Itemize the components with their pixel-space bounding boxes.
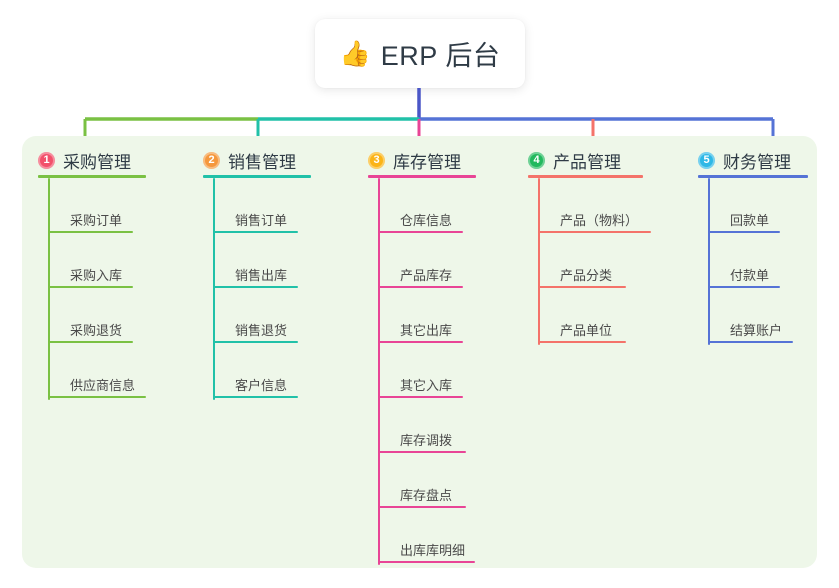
- leaf-underline: [48, 286, 133, 288]
- leaf-label: 产品单位: [560, 323, 613, 338]
- column-underline-3: [368, 175, 476, 178]
- leaf-item[interactable]: 付款单: [708, 258, 790, 288]
- leaf-underline: [708, 231, 780, 233]
- leaf-label: 其它入库: [400, 378, 453, 393]
- column-badge-1: 1: [38, 152, 55, 169]
- leaf-label: 销售退货: [235, 323, 288, 338]
- leaf-item[interactable]: 采购入库: [48, 258, 143, 288]
- leaf-label: 产品（物料）: [560, 213, 639, 228]
- leaf-label: 销售订单: [235, 213, 288, 228]
- thumbs-up-icon: 👍: [339, 40, 371, 68]
- column-header-1[interactable]: 1 采购管理: [38, 148, 131, 173]
- leaf-underline: [378, 451, 466, 453]
- root-node-card[interactable]: 👍 ERP 后台: [315, 19, 525, 88]
- leaf-underline: [48, 231, 133, 233]
- column-title-4: 产品管理: [553, 153, 621, 172]
- leaf-underline: [213, 396, 298, 398]
- column-badge-2: 2: [203, 152, 220, 169]
- leaf-underline: [538, 341, 626, 343]
- leaf-underline: [538, 286, 626, 288]
- leaf-underline: [378, 561, 475, 563]
- leaf-item[interactable]: 结算账户: [708, 313, 803, 343]
- leaf-label: 销售出库: [235, 268, 288, 283]
- modules-panel: [22, 136, 817, 568]
- leaf-item[interactable]: 采购退货: [48, 313, 143, 343]
- leaf-underline: [378, 506, 466, 508]
- column-underline-1: [38, 175, 146, 178]
- leaf-label: 采购订单: [70, 213, 123, 228]
- column-underline-4: [528, 175, 643, 178]
- column-title-3: 库存管理: [393, 153, 461, 172]
- leaf-label: 采购入库: [70, 268, 123, 283]
- leaf-label: 库存盘点: [400, 488, 453, 503]
- column-title-1: 采购管理: [63, 153, 131, 172]
- leaf-item[interactable]: 其它出库: [378, 313, 473, 343]
- column-underline-5: [698, 175, 808, 178]
- column-stem-3: [378, 178, 380, 565]
- leaf-underline: [378, 286, 463, 288]
- root-node-content: 👍 ERP 后台: [340, 34, 501, 73]
- leaf-underline: [538, 231, 651, 233]
- leaf-label: 出库库明细: [400, 543, 466, 558]
- leaf-label: 产品分类: [560, 268, 613, 283]
- leaf-underline: [213, 231, 298, 233]
- leaf-item[interactable]: 产品单位: [538, 313, 636, 343]
- leaf-item[interactable]: 供应商信息: [48, 368, 156, 398]
- leaf-item[interactable]: 回款单: [708, 203, 790, 233]
- leaf-label: 其它出库: [400, 323, 453, 338]
- leaf-label: 客户信息: [235, 378, 288, 393]
- column-badge-5: 5: [698, 152, 715, 169]
- leaf-label: 采购退货: [70, 323, 123, 338]
- leaf-label: 库存调拨: [400, 433, 453, 448]
- page-title: ERP 后台: [380, 41, 501, 71]
- leaf-item[interactable]: 采购订单: [48, 203, 143, 233]
- leaf-item[interactable]: 产品分类: [538, 258, 636, 288]
- leaf-item[interactable]: 销售订单: [213, 203, 308, 233]
- leaf-item[interactable]: 客户信息: [213, 368, 308, 398]
- leaf-label: 供应商信息: [70, 378, 136, 393]
- leaf-underline: [378, 396, 463, 398]
- leaf-underline: [378, 231, 463, 233]
- column-header-4[interactable]: 4 产品管理: [528, 148, 621, 173]
- leaf-label: 结算账户: [730, 323, 783, 338]
- column-stem-4: [538, 178, 540, 345]
- leaf-item[interactable]: 库存盘点: [378, 478, 476, 508]
- column-stem-2: [213, 178, 215, 400]
- column-header-2[interactable]: 2 销售管理: [203, 148, 296, 173]
- leaf-label: 付款单: [730, 268, 770, 283]
- leaf-item[interactable]: 仓库信息: [378, 203, 473, 233]
- leaf-label: 产品库存: [400, 268, 453, 283]
- leaf-label: 回款单: [730, 213, 770, 228]
- column-stem-1: [48, 178, 50, 400]
- column-underline-2: [203, 175, 311, 178]
- leaf-item[interactable]: 销售出库: [213, 258, 308, 288]
- leaf-underline: [708, 286, 780, 288]
- leaf-item[interactable]: 产品库存: [378, 258, 473, 288]
- leaf-underline: [48, 341, 133, 343]
- leaf-label: 仓库信息: [400, 213, 453, 228]
- leaf-item[interactable]: 销售退货: [213, 313, 308, 343]
- leaf-underline: [708, 341, 793, 343]
- column-title-5: 财务管理: [723, 153, 791, 172]
- leaf-underline: [378, 341, 463, 343]
- column-badge-4: 4: [528, 152, 545, 169]
- leaf-item[interactable]: 出库库明细: [378, 533, 485, 563]
- leaf-item[interactable]: 其它入库: [378, 368, 473, 398]
- leaf-underline: [213, 341, 298, 343]
- column-header-5[interactable]: 5 财务管理: [698, 148, 791, 173]
- column-title-2: 销售管理: [228, 153, 296, 172]
- leaf-item[interactable]: 产品（物料）: [538, 203, 661, 233]
- leaf-underline: [48, 396, 146, 398]
- leaf-underline: [213, 286, 298, 288]
- column-header-3[interactable]: 3 库存管理: [368, 148, 461, 173]
- column-badge-3: 3: [368, 152, 385, 169]
- column-stem-5: [708, 178, 710, 345]
- leaf-item[interactable]: 库存调拨: [378, 423, 476, 453]
